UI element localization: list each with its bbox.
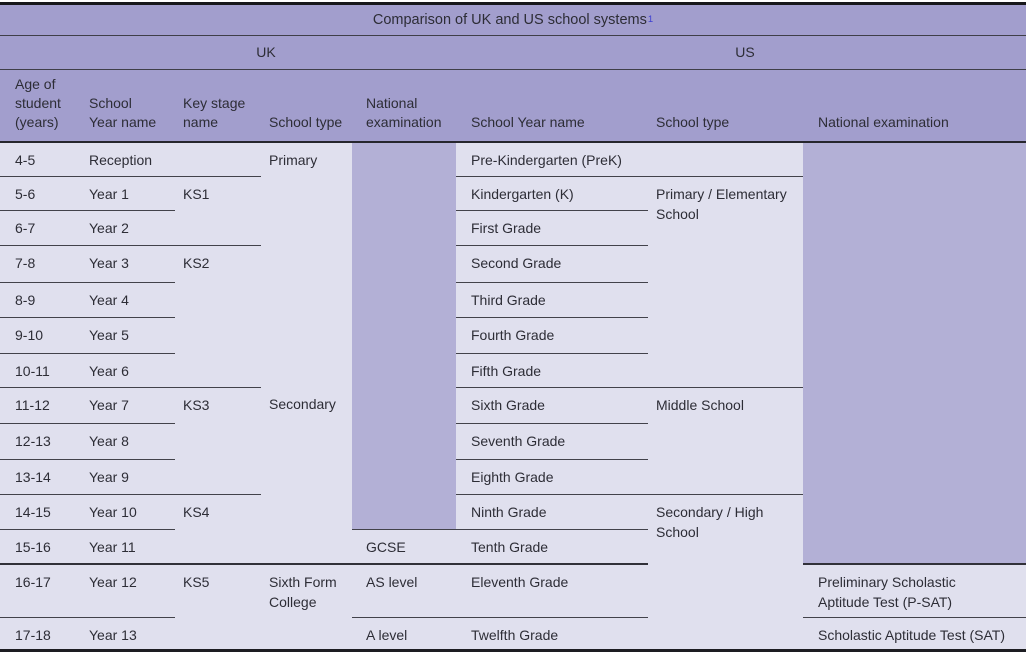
table-row: 4-5 Reception Primary Pre-Kindergarten (…	[0, 142, 1026, 565]
uk-year-cell: Year 2	[81, 210, 175, 246]
uk-year-cell: Year 9	[81, 459, 175, 495]
uk-age-cell: 10-11	[0, 353, 81, 388]
uk-age-cell: 14-15	[0, 494, 81, 530]
table-row: 15-16 Year 11 GCSE Tenth Grade	[0, 529, 1026, 565]
uk-exam-cell: AS level	[352, 564, 456, 618]
uk-year-cell: Year 12	[81, 564, 175, 618]
uk-age-cell: 8-9	[0, 282, 81, 318]
us-section-label: US	[735, 44, 755, 60]
table-row: 8-9 Year 4 Third Grade	[0, 282, 1026, 318]
us-schooltype-cell	[648, 142, 803, 177]
us-schooltype-cell: Middle School	[648, 387, 803, 495]
us-year-cell: Sixth Grade	[456, 387, 648, 424]
uk-year-cell: Year 1	[81, 176, 175, 211]
us-year-cell: Eleventh Grade	[456, 564, 648, 618]
uk-age-cell: 13-14	[0, 459, 81, 495]
us-year-cell: First Grade	[456, 210, 648, 246]
column-header-row: Age of student (years) School Year name …	[0, 70, 1026, 143]
table-row: 5-6 Year 1 KS1 Kindergarten (K) Primary …	[0, 176, 1026, 388]
us-year-cell: Seventh Grade	[456, 423, 648, 460]
uk-keystage-cell: KS5	[175, 564, 261, 649]
table-row: 13-14 Year 9 Eighth Grade	[0, 459, 1026, 495]
uk-age-cell: 7-8	[0, 245, 81, 283]
us-year-cell: Third Grade	[456, 282, 648, 318]
uk-year-cell: Year 11	[81, 529, 175, 565]
table-row: 11-12 Year 7 KS3 Secondary Sixth Grade M…	[0, 387, 1026, 565]
us-year-cell: Ninth Grade	[456, 494, 648, 530]
header-us-year-name: School Year name	[456, 70, 648, 143]
uk-year-cell: Year 7	[81, 387, 175, 424]
uk-age-cell: 4-5	[0, 142, 81, 177]
header-us-exam: National examination	[803, 70, 1026, 143]
uk-schooltype-cell: Primary	[261, 142, 352, 387]
us-exam-empty-cell	[803, 142, 1026, 565]
us-schooltype-cell: Secondary / High School	[648, 494, 803, 649]
table-row: 7-8 Year 3 KS2 Second Grade	[0, 245, 1026, 388]
us-year-cell: Twelfth Grade	[456, 617, 648, 649]
header-key-stage: Key stage name	[175, 70, 261, 143]
header-age: Age of student (years)	[0, 70, 81, 143]
us-year-cell: Second Grade	[456, 245, 648, 283]
us-year-cell: Kindergarten (K)	[456, 176, 648, 211]
us-exam-cell: Preliminary Scholastic Aptitude Test (P-…	[803, 564, 1026, 618]
us-year-cell: Fourth Grade	[456, 317, 648, 354]
uk-year-cell: Year 5	[81, 317, 175, 354]
uk-year-cell: Year 10	[81, 494, 175, 530]
uk-age-cell: 12-13	[0, 423, 81, 460]
uk-schooltype-cell: Sixth Form College	[261, 564, 352, 649]
uk-exam-empty-cell	[352, 142, 456, 530]
uk-keystage-cell: KS2	[175, 245, 261, 388]
uk-section-label: UK	[256, 44, 276, 60]
table-row: 17-18 Year 13 A level Twelfth Grade Scho…	[0, 617, 1026, 649]
us-year-cell: Fifth Grade	[456, 353, 648, 388]
table-row: 16-17 Year 12 KS5 Sixth Form College AS …	[0, 564, 1026, 649]
uk-exam-cell: A level	[352, 617, 456, 649]
uk-year-cell: Year 4	[81, 282, 175, 318]
us-year-cell: Tenth Grade	[456, 529, 648, 565]
uk-year-cell: Year 8	[81, 423, 175, 460]
us-exam-cell: Scholastic Aptitude Test (SAT)	[803, 617, 1026, 649]
table-row: 14-15 Year 10 KS4 Ninth Grade Secondary …	[0, 494, 1026, 649]
table-row: 9-10 Year 5 Fourth Grade	[0, 317, 1026, 354]
us-year-cell: Pre-Kindergarten (PreK)	[456, 142, 648, 177]
header-uk-school-type: School type	[261, 70, 352, 143]
table-title: Comparison of UK and US school systems	[372, 12, 647, 28]
table-row: 6-7 Year 2 First Grade	[0, 210, 1026, 246]
header-uk-exam: National examination	[352, 70, 456, 143]
school-systems-table: Age of student (years) School Year name …	[0, 70, 1026, 649]
uk-keystage-cell: KS4	[175, 494, 261, 565]
uk-year-cell: Year 3	[81, 245, 175, 283]
uk-exam-cell: GCSE	[352, 529, 456, 565]
uk-age-cell: 15-16	[0, 529, 81, 565]
uk-schooltype-cell: Secondary	[261, 387, 352, 565]
uk-keystage-cell: KS3	[175, 387, 261, 495]
footnote-reference: 1	[647, 13, 654, 25]
header-us-school-type: School type	[648, 70, 803, 143]
uk-age-cell: 16-17	[0, 564, 81, 618]
uk-age-cell: 17-18	[0, 617, 81, 649]
us-schooltype-cell: Primary / Elementary School	[648, 176, 803, 388]
uk-year-cell: Reception	[81, 142, 175, 177]
table-row: 12-13 Year 8 Seventh Grade	[0, 423, 1026, 460]
us-year-cell: Eighth Grade	[456, 459, 648, 495]
uk-year-cell: Year 6	[81, 353, 175, 388]
uk-age-cell: 5-6	[0, 176, 81, 211]
table-row: 10-11 Year 6 Fifth Grade	[0, 353, 1026, 388]
header-uk-year-name: School Year name	[81, 70, 175, 143]
uk-year-cell: Year 13	[81, 617, 175, 649]
uk-keystage-cell	[175, 142, 261, 177]
uk-age-cell: 9-10	[0, 317, 81, 354]
table-body-wrap: Age of student (years) School Year name …	[0, 70, 1026, 652]
uk-age-cell: 11-12	[0, 387, 81, 424]
country-section-bar: UK US	[0, 36, 1026, 70]
uk-age-cell: 6-7	[0, 210, 81, 246]
uk-keystage-cell: KS1	[175, 176, 261, 246]
